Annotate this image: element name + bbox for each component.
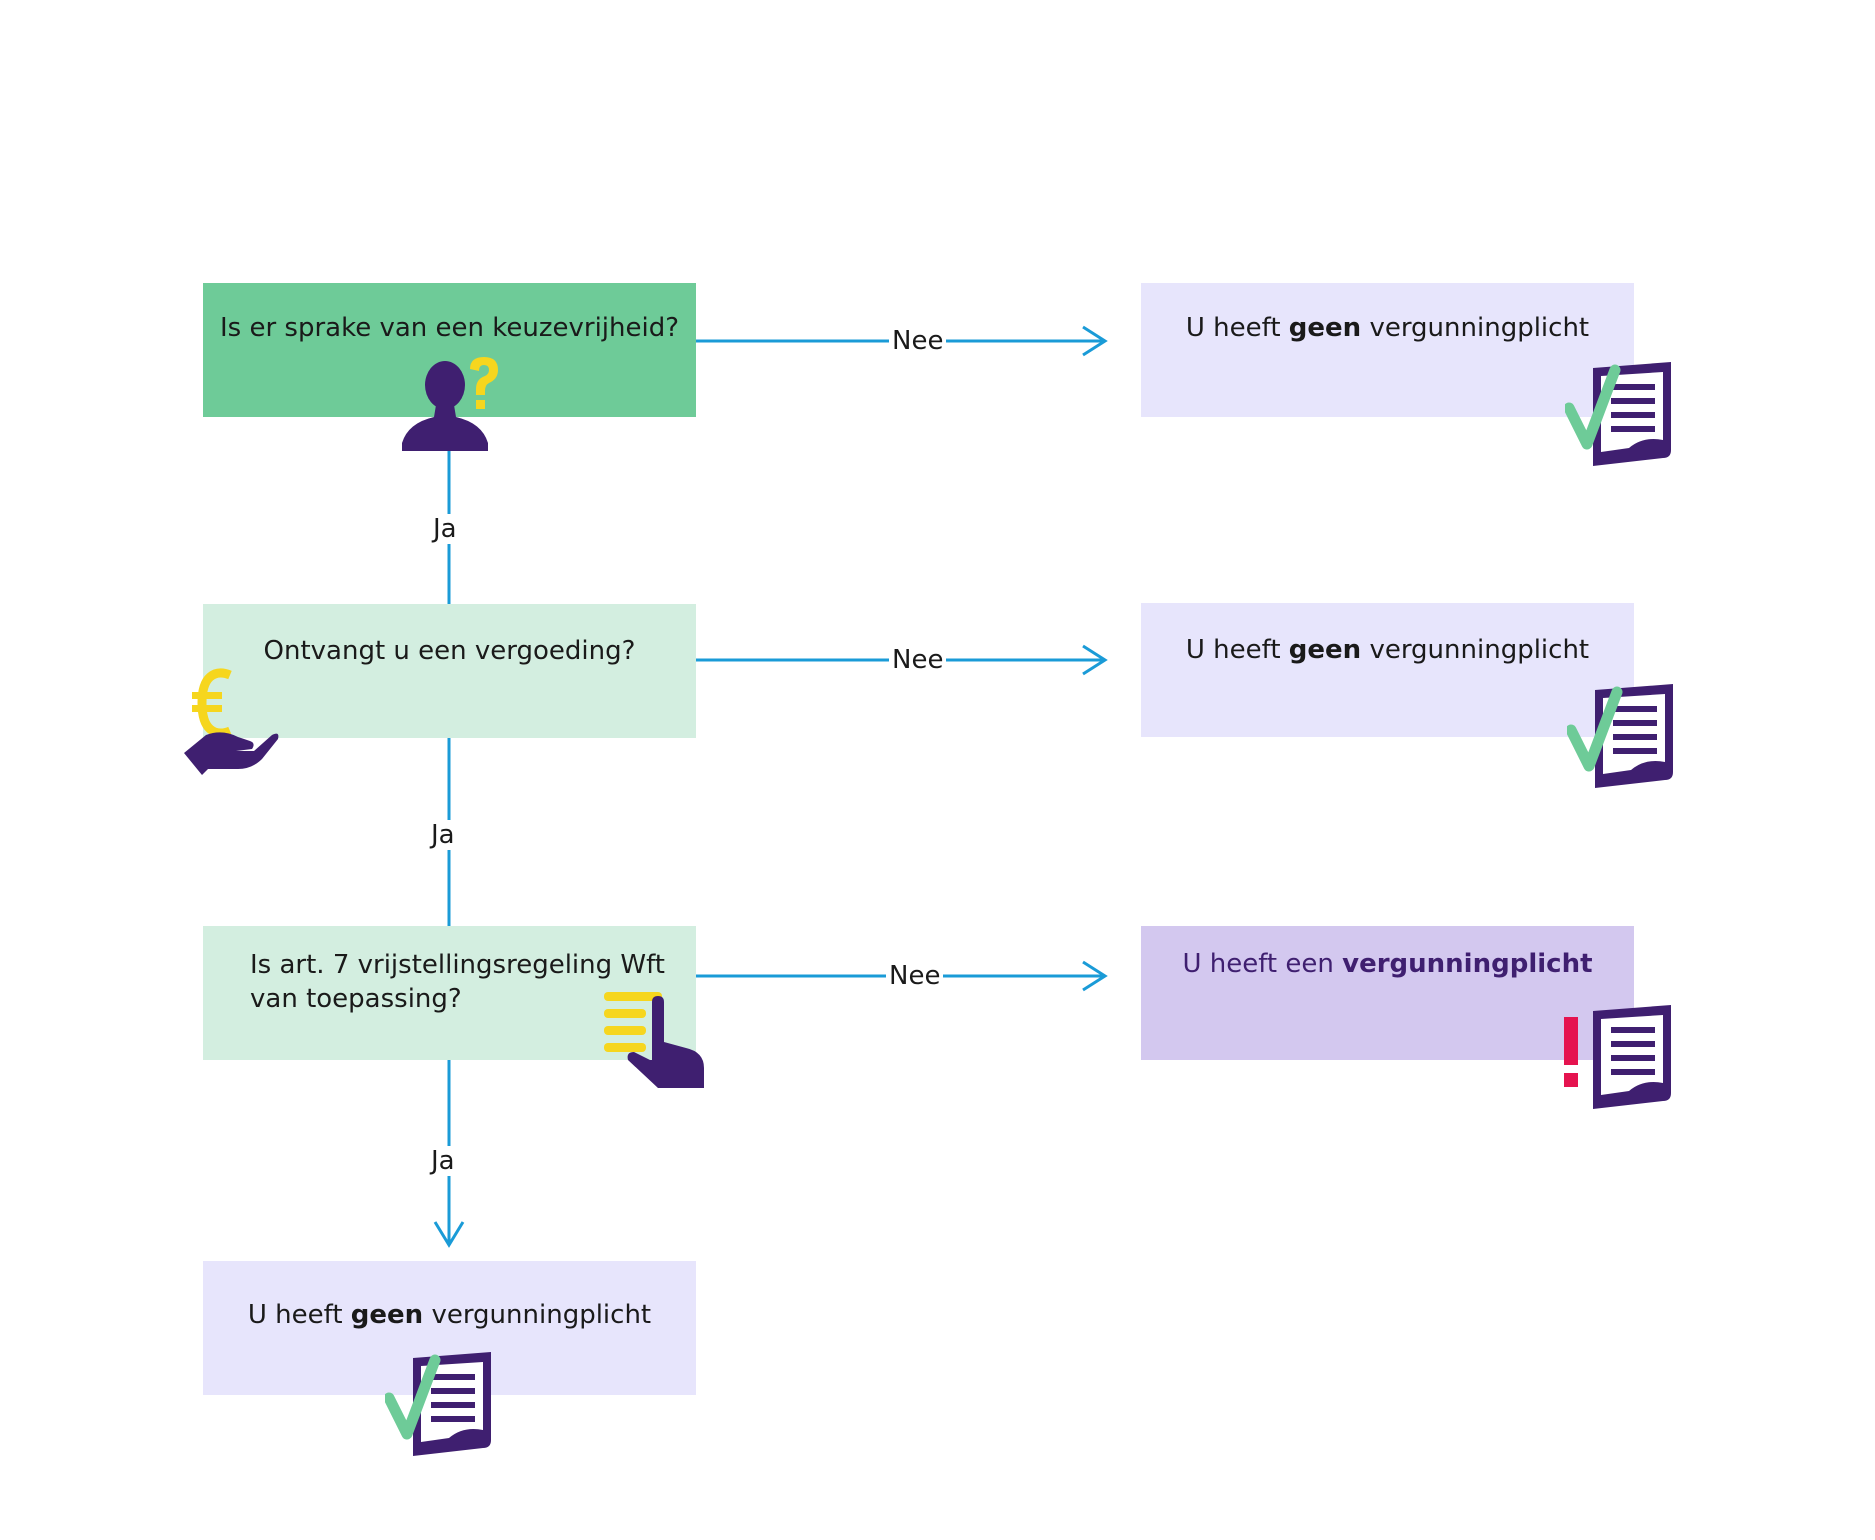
document-check-icon xyxy=(385,1352,491,1456)
result-emphasis: geen xyxy=(1288,635,1362,665)
euro-hand-icon xyxy=(184,668,279,775)
result-emphasis: vergunningplicht xyxy=(1342,949,1593,979)
result-lead: U heeft een xyxy=(1182,949,1334,979)
document-check-icon xyxy=(1565,362,1671,466)
question-text: Is er sprake van een keuzevrijheid? xyxy=(219,313,680,343)
edge-label-ja-3: Ja xyxy=(428,1146,458,1176)
result-tail: vergunningplicht xyxy=(1369,313,1590,343)
arrowhead-q1-nee xyxy=(1082,325,1108,357)
edge-label-ja-1: Ja xyxy=(430,514,460,544)
result-tail: vergunningplicht xyxy=(431,1300,652,1330)
edge-label-nee-2: Nee xyxy=(889,645,947,675)
arrowhead-q2-nee xyxy=(1082,644,1108,676)
result-lead: U heeft xyxy=(1185,635,1281,665)
question-vergoeding: Ontvangt u een vergoeding? xyxy=(203,604,696,738)
result-emphasis: geen xyxy=(1288,313,1362,343)
question-text-line-1: Is art. 7 vrijstellingsregeling Wft xyxy=(250,950,665,980)
result-emphasis: geen xyxy=(350,1300,424,1330)
result-text: U heeft geen vergunningplicht xyxy=(1141,311,1634,345)
result-text: U heeft geen vergunningplicht xyxy=(203,1298,696,1332)
result-lead: U heeft xyxy=(1185,313,1281,343)
list-pointer-icon xyxy=(604,992,704,1088)
result-vergunningplicht: U heeft een vergunningplicht xyxy=(1141,926,1634,1060)
result-text: U heeft een vergunningplicht xyxy=(1141,947,1634,981)
arrowhead-q3-ja xyxy=(433,1221,465,1248)
person-question-icon xyxy=(402,357,498,451)
question-text-line-2: van toepassing? xyxy=(250,984,462,1014)
result-tail: vergunningplicht xyxy=(1369,635,1590,665)
result-geen-vergunningplicht-2: U heeft geen vergunningplicht xyxy=(1141,603,1634,737)
result-lead: U heeft xyxy=(247,1300,343,1330)
edge-label-ja-2: Ja xyxy=(428,820,458,850)
question-text: Ontvangt u een vergoeding? xyxy=(263,636,636,666)
edge-label-nee-1: Nee xyxy=(889,326,947,356)
result-text: U heeft geen vergunningplicht xyxy=(1141,633,1634,667)
result-geen-vergunningplicht-1: U heeft geen vergunningplicht xyxy=(1141,283,1634,417)
arrowhead-q3-nee xyxy=(1082,960,1108,992)
document-check-icon xyxy=(1567,684,1673,788)
edge-label-nee-3: Nee xyxy=(886,961,944,991)
document-alert-icon xyxy=(1564,1005,1671,1109)
